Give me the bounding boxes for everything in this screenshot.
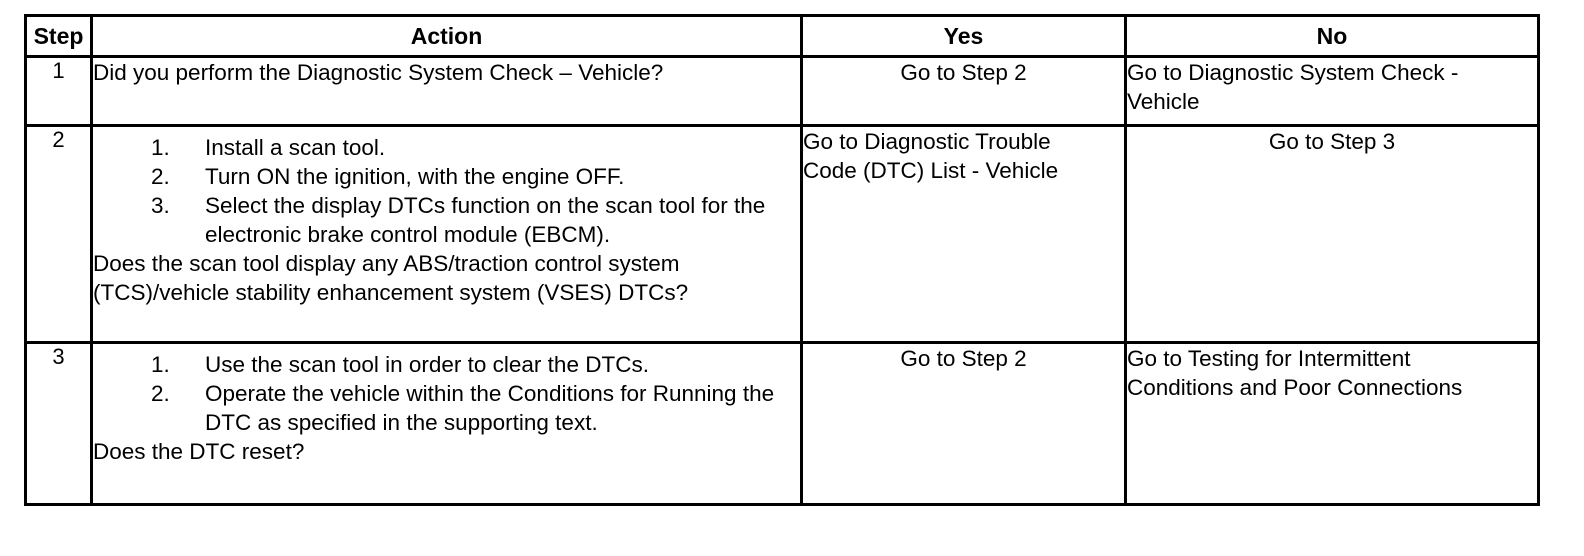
no-result-cell: Go to Testing for Intermittent Condition… xyxy=(1124,341,1540,506)
list-item-number: 1. xyxy=(151,352,170,377)
no-result-line-2: Conditions and Poor Connections xyxy=(1127,375,1463,400)
list-item-number: 2. xyxy=(151,164,170,189)
yes-result-cell: Go to Step 2 xyxy=(800,341,1127,506)
action-question: Did you perform the Diagnostic System Ch… xyxy=(93,60,664,85)
step-number-cell: 3 xyxy=(24,341,93,506)
list-item: 1. Use the scan tool in order to clear t… xyxy=(93,350,800,379)
list-item-text: Select the display DTCs function on the … xyxy=(205,193,766,247)
yes-result-text: Go to Step 2 xyxy=(900,60,1027,85)
list-item-text: Use the scan tool in order to clear the … xyxy=(205,352,649,377)
no-result-line-1: Go to Testing for Intermittent xyxy=(1127,346,1411,371)
column-header-yes: Yes xyxy=(800,14,1127,58)
yes-result-line-2: Code (DTC) List - Vehicle xyxy=(803,158,1059,183)
action-question-line-2: (TCS)/vehicle stability enhancement syst… xyxy=(93,280,689,305)
no-result-line-2: Vehicle xyxy=(1127,89,1200,114)
action-question: Does the scan tool display any ABS/tract… xyxy=(93,249,800,307)
yes-result-cell: Go to Step 2 xyxy=(800,55,1127,127)
no-result-cell: Go to Diagnostic System Check - Vehicle xyxy=(1124,55,1540,127)
diagnostic-procedure-table: Step Action Yes No 1 Did you perform the… xyxy=(24,14,1540,506)
column-header-no: No xyxy=(1124,14,1540,58)
no-result-text: Go to Step 3 xyxy=(1268,129,1396,154)
action-step-list: 1. Install a scan tool. 2. Turn ON the i… xyxy=(93,133,800,249)
no-result-cell: Go to Step 3 xyxy=(1124,124,1540,344)
list-item-text: Install a scan tool. xyxy=(205,135,386,160)
action-cell: Did you perform the Diagnostic System Ch… xyxy=(90,55,803,127)
list-item-number: 1. xyxy=(151,135,170,160)
list-item: 1. Install a scan tool. xyxy=(93,133,800,162)
table-row: 2 1. Install a scan tool. 2. Turn ON the… xyxy=(24,124,1540,344)
list-item-number: 2. xyxy=(151,381,170,406)
column-header-step: Step xyxy=(24,14,93,58)
list-item-number: 3. xyxy=(151,193,170,218)
column-header-action: Action xyxy=(90,14,803,58)
action-cell: 1. Install a scan tool. 2. Turn ON the i… xyxy=(90,124,803,344)
list-item: 2. Operate the vehicle within the Condit… xyxy=(93,379,800,437)
list-item-text: Turn ON the ignition, with the engine OF… xyxy=(205,164,625,189)
action-question-line-1: Does the scan tool display any ABS/tract… xyxy=(93,251,680,276)
table-header-row: Step Action Yes No xyxy=(24,14,1540,58)
list-item: 3. Select the display DTCs function on t… xyxy=(93,191,800,249)
action-cell: 1. Use the scan tool in order to clear t… xyxy=(90,341,803,506)
list-item: 2. Turn ON the ignition, with the engine… xyxy=(93,162,800,191)
action-step-list: 1. Use the scan tool in order to clear t… xyxy=(93,350,800,437)
list-item-text: Operate the vehicle within the Condition… xyxy=(205,381,775,435)
action-question: Does the DTC reset? xyxy=(93,439,305,464)
table-row: 3 1. Use the scan tool in order to clear… xyxy=(24,341,1540,506)
yes-result-text: Go to Step 2 xyxy=(900,346,1027,371)
step-number-cell: 1 xyxy=(24,55,93,127)
step-number-cell: 2 xyxy=(24,124,93,344)
yes-result-line-1: Go to Diagnostic Trouble xyxy=(803,129,1051,154)
yes-result-cell: Go to Diagnostic Trouble Code (DTC) List… xyxy=(800,124,1127,344)
no-result-line-1: Go to Diagnostic System Check - xyxy=(1127,60,1459,85)
table-row: 1 Did you perform the Diagnostic System … xyxy=(24,55,1540,127)
